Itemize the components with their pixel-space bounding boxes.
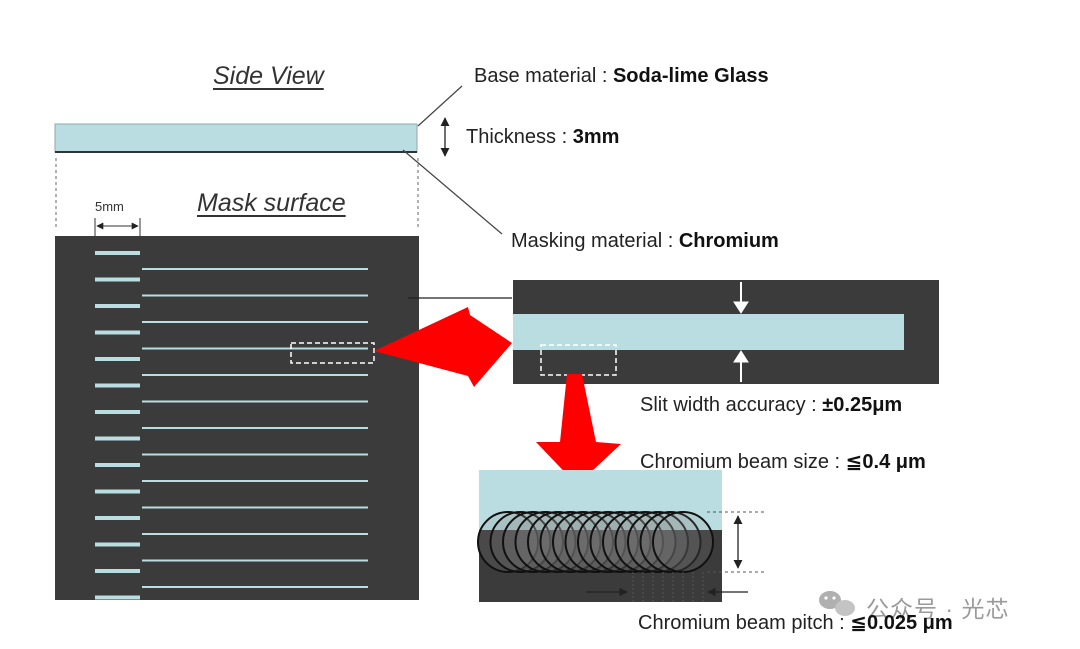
side-view-glass-plate: [54, 123, 418, 153]
side-view-title: Side View: [213, 62, 324, 90]
mask-slit: [142, 321, 368, 323]
beam-circle: [614, 511, 677, 573]
scale-tick: [95, 436, 140, 441]
masking-material-leader: [402, 149, 503, 235]
beam-size-value: ≦0.4 μm: [845, 451, 926, 473]
slit-width-label: Slit width accuracy : ±0.25μm: [640, 394, 903, 416]
beam-circle: [527, 511, 589, 573]
beam-circle: [627, 511, 689, 573]
beam-pitch-guides: [632, 572, 704, 604]
slit-width-value: ±0.25μm: [822, 394, 903, 416]
scale-tick: [95, 330, 140, 335]
mask-slit: [142, 347, 368, 350]
slit-width-arrows: [733, 282, 749, 382]
scale-tick: [95, 489, 140, 494]
scale-tick: [95, 410, 140, 414]
masking-material-label: Masking material : Chromium: [511, 230, 779, 252]
base-material-leader: [417, 85, 463, 127]
base-material-label: Base material : Soda-lime Glass: [474, 65, 769, 87]
red-arrow-down: [536, 374, 621, 485]
dimension-label: 5mm: [95, 199, 124, 214]
masking-material-value: Chromium: [678, 230, 779, 252]
mask-slit: [142, 586, 368, 588]
zoomed-slit: [513, 314, 904, 350]
scale-tick: [95, 595, 140, 600]
beam-circle: [552, 511, 614, 573]
slit-group: [95, 251, 368, 600]
scale-tick: [95, 383, 140, 388]
mask-slit: [142, 400, 368, 403]
scale-tick: [95, 357, 140, 361]
highlight-box-zoom: [540, 344, 617, 376]
beam-pitch-label: Chromium beam pitch : ≦0.025 μm: [638, 612, 953, 634]
scale-tick: [95, 516, 140, 520]
mask-slit: [142, 480, 368, 482]
mask-slit: [142, 268, 368, 270]
highlight-box-mask: [290, 342, 375, 364]
watermark-text: 公众号 · 光芯: [866, 596, 1010, 622]
beam-circle: [514, 511, 577, 573]
beam-circle: [589, 511, 652, 573]
scale-tick: [95, 251, 140, 255]
beam-pitch-value: ≦0.025 μm: [850, 612, 953, 634]
mask-slit: [142, 506, 368, 509]
beam-circle: [564, 511, 627, 573]
wechat-icon: [819, 591, 855, 616]
mask-slit: [142, 559, 368, 562]
base-material-value: Soda-lime Glass: [612, 65, 769, 87]
beam-circle: [539, 511, 602, 573]
scale-tick: [95, 542, 140, 547]
mask-slit: [142, 453, 368, 456]
mask-surface: [55, 236, 419, 600]
mask-slit: [142, 294, 368, 297]
beam-circle: [577, 511, 639, 573]
mask-slit: [142, 533, 368, 535]
beam-circle: [502, 511, 564, 573]
beam-circle: [652, 511, 714, 573]
red-arrow-right: [374, 307, 512, 387]
mask-surface-title: Mask surface: [197, 189, 346, 217]
scale-tick: [95, 463, 140, 467]
chromium-beam-circles: [477, 511, 714, 573]
beam-circle: [477, 511, 539, 573]
scale-tick: [95, 569, 140, 573]
scale-tick: [95, 277, 140, 282]
mask-slit: [142, 427, 368, 429]
beam-size-label: Chromium beam size : ≦0.4 μm: [640, 451, 926, 473]
scale-tick: [95, 304, 140, 308]
thickness-label: Thickness : 3mm: [466, 126, 620, 148]
mask-slit: [142, 374, 368, 376]
thickness-value: 3mm: [572, 126, 620, 148]
beam-circle: [489, 511, 552, 573]
beam-circle: [639, 511, 702, 573]
